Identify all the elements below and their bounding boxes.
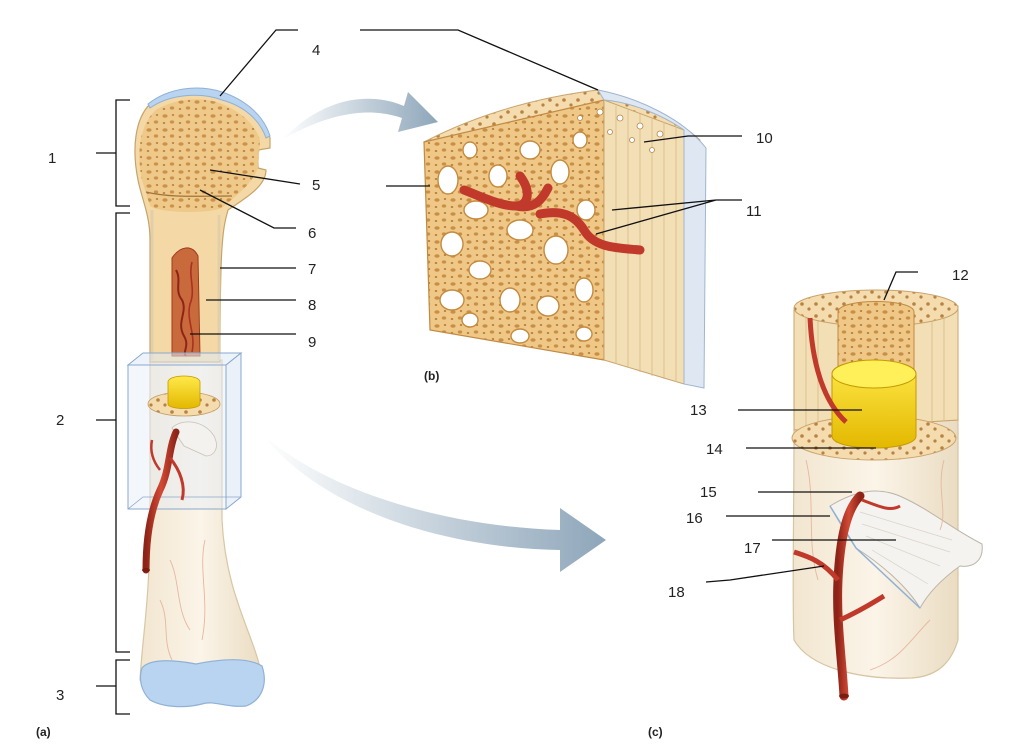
arrow-to-c — [262, 434, 606, 572]
label-11: 11 — [746, 203, 762, 220]
distal-articular-cartilage — [139, 659, 265, 708]
label-2: 2 — [56, 412, 64, 429]
nutrient-artery — [833, 491, 865, 701]
label-4: 4 — [312, 42, 320, 59]
label-17: 17 — [744, 540, 761, 557]
label-12: 12 — [952, 267, 969, 284]
periosteum-b — [596, 89, 707, 389]
label-15: 15 — [700, 484, 717, 501]
medullary-cavity — [171, 247, 201, 357]
label-13: 13 — [690, 402, 707, 419]
label-14: 14 — [706, 441, 723, 458]
proximal-articular-cartilage — [147, 87, 271, 139]
spongy-bone-detail — [423, 89, 707, 389]
panel-label-a: (a) — [36, 725, 51, 739]
labels: 1 2 3 4 5 6 7 8 9 10 11 12 13 14 15 16 1… — [36, 42, 969, 739]
nutrient-artery-small — [142, 428, 180, 574]
label-10: 10 — [756, 130, 773, 147]
spongy-bone — [139, 99, 260, 212]
label-8: 8 — [308, 297, 316, 314]
label-16: 16 — [686, 510, 703, 527]
label-5: 5 — [312, 177, 320, 194]
label-1: 1 — [48, 150, 56, 167]
label-7: 7 — [308, 261, 316, 278]
label-18: 18 — [668, 584, 685, 601]
panel-label-c: (c) — [648, 725, 663, 739]
label-6: 6 — [308, 225, 316, 242]
epiphyseal-line — [145, 191, 233, 197]
panel-label-b: (b) — [424, 369, 439, 383]
blood-vessels-b — [459, 171, 645, 255]
label-3: 3 — [56, 687, 64, 704]
label-9: 9 — [308, 334, 316, 351]
arrow-to-b — [282, 92, 438, 140]
shaft-section-figure — [791, 289, 983, 701]
leaders — [96, 29, 918, 715]
long-bone-figure — [126, 87, 271, 708]
